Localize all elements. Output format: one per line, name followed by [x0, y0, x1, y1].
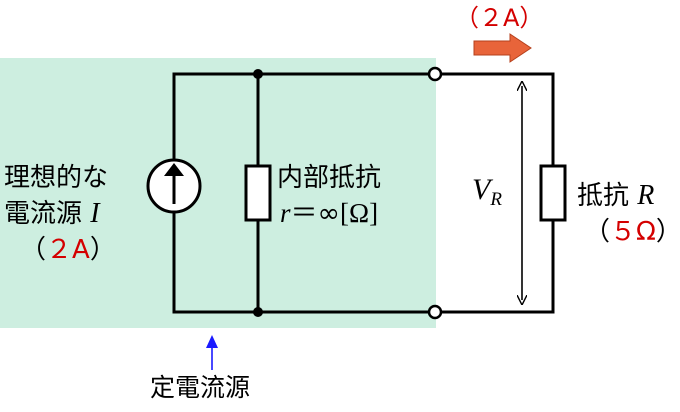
voltage-label: VR: [472, 173, 502, 210]
terminal-bottom: [427, 304, 443, 320]
source-label-line2: 電流源 I: [4, 198, 101, 229]
internal-resistor-label: 内部抵抗: [277, 163, 381, 193]
internal-resistor: [244, 164, 272, 222]
load-label: 抵抗 R: [577, 180, 654, 211]
load-resistor: [539, 164, 567, 222]
current-source-up-arrow-icon: [146, 158, 202, 214]
junction-dot-bottom: [253, 307, 263, 317]
internal-resistor-value: r＝∞[Ω]: [280, 198, 378, 229]
terminal-top: [427, 66, 443, 82]
constant-current-source-region: [0, 58, 436, 328]
top-current-label: （２A）: [455, 4, 543, 32]
right-arrow-icon: [473, 33, 532, 63]
pointer-up-arrow-icon: [206, 335, 218, 370]
circuit-wires: [172, 72, 555, 314]
source-label-line1: 理想的な: [4, 163, 108, 193]
load-value: （５Ω）: [584, 217, 680, 247]
source-value: （２A）: [20, 235, 116, 265]
source-symbol: I: [89, 198, 101, 229]
junction-dot-top: [253, 69, 263, 79]
constant-current-source-label: 定電流源: [150, 373, 250, 402]
